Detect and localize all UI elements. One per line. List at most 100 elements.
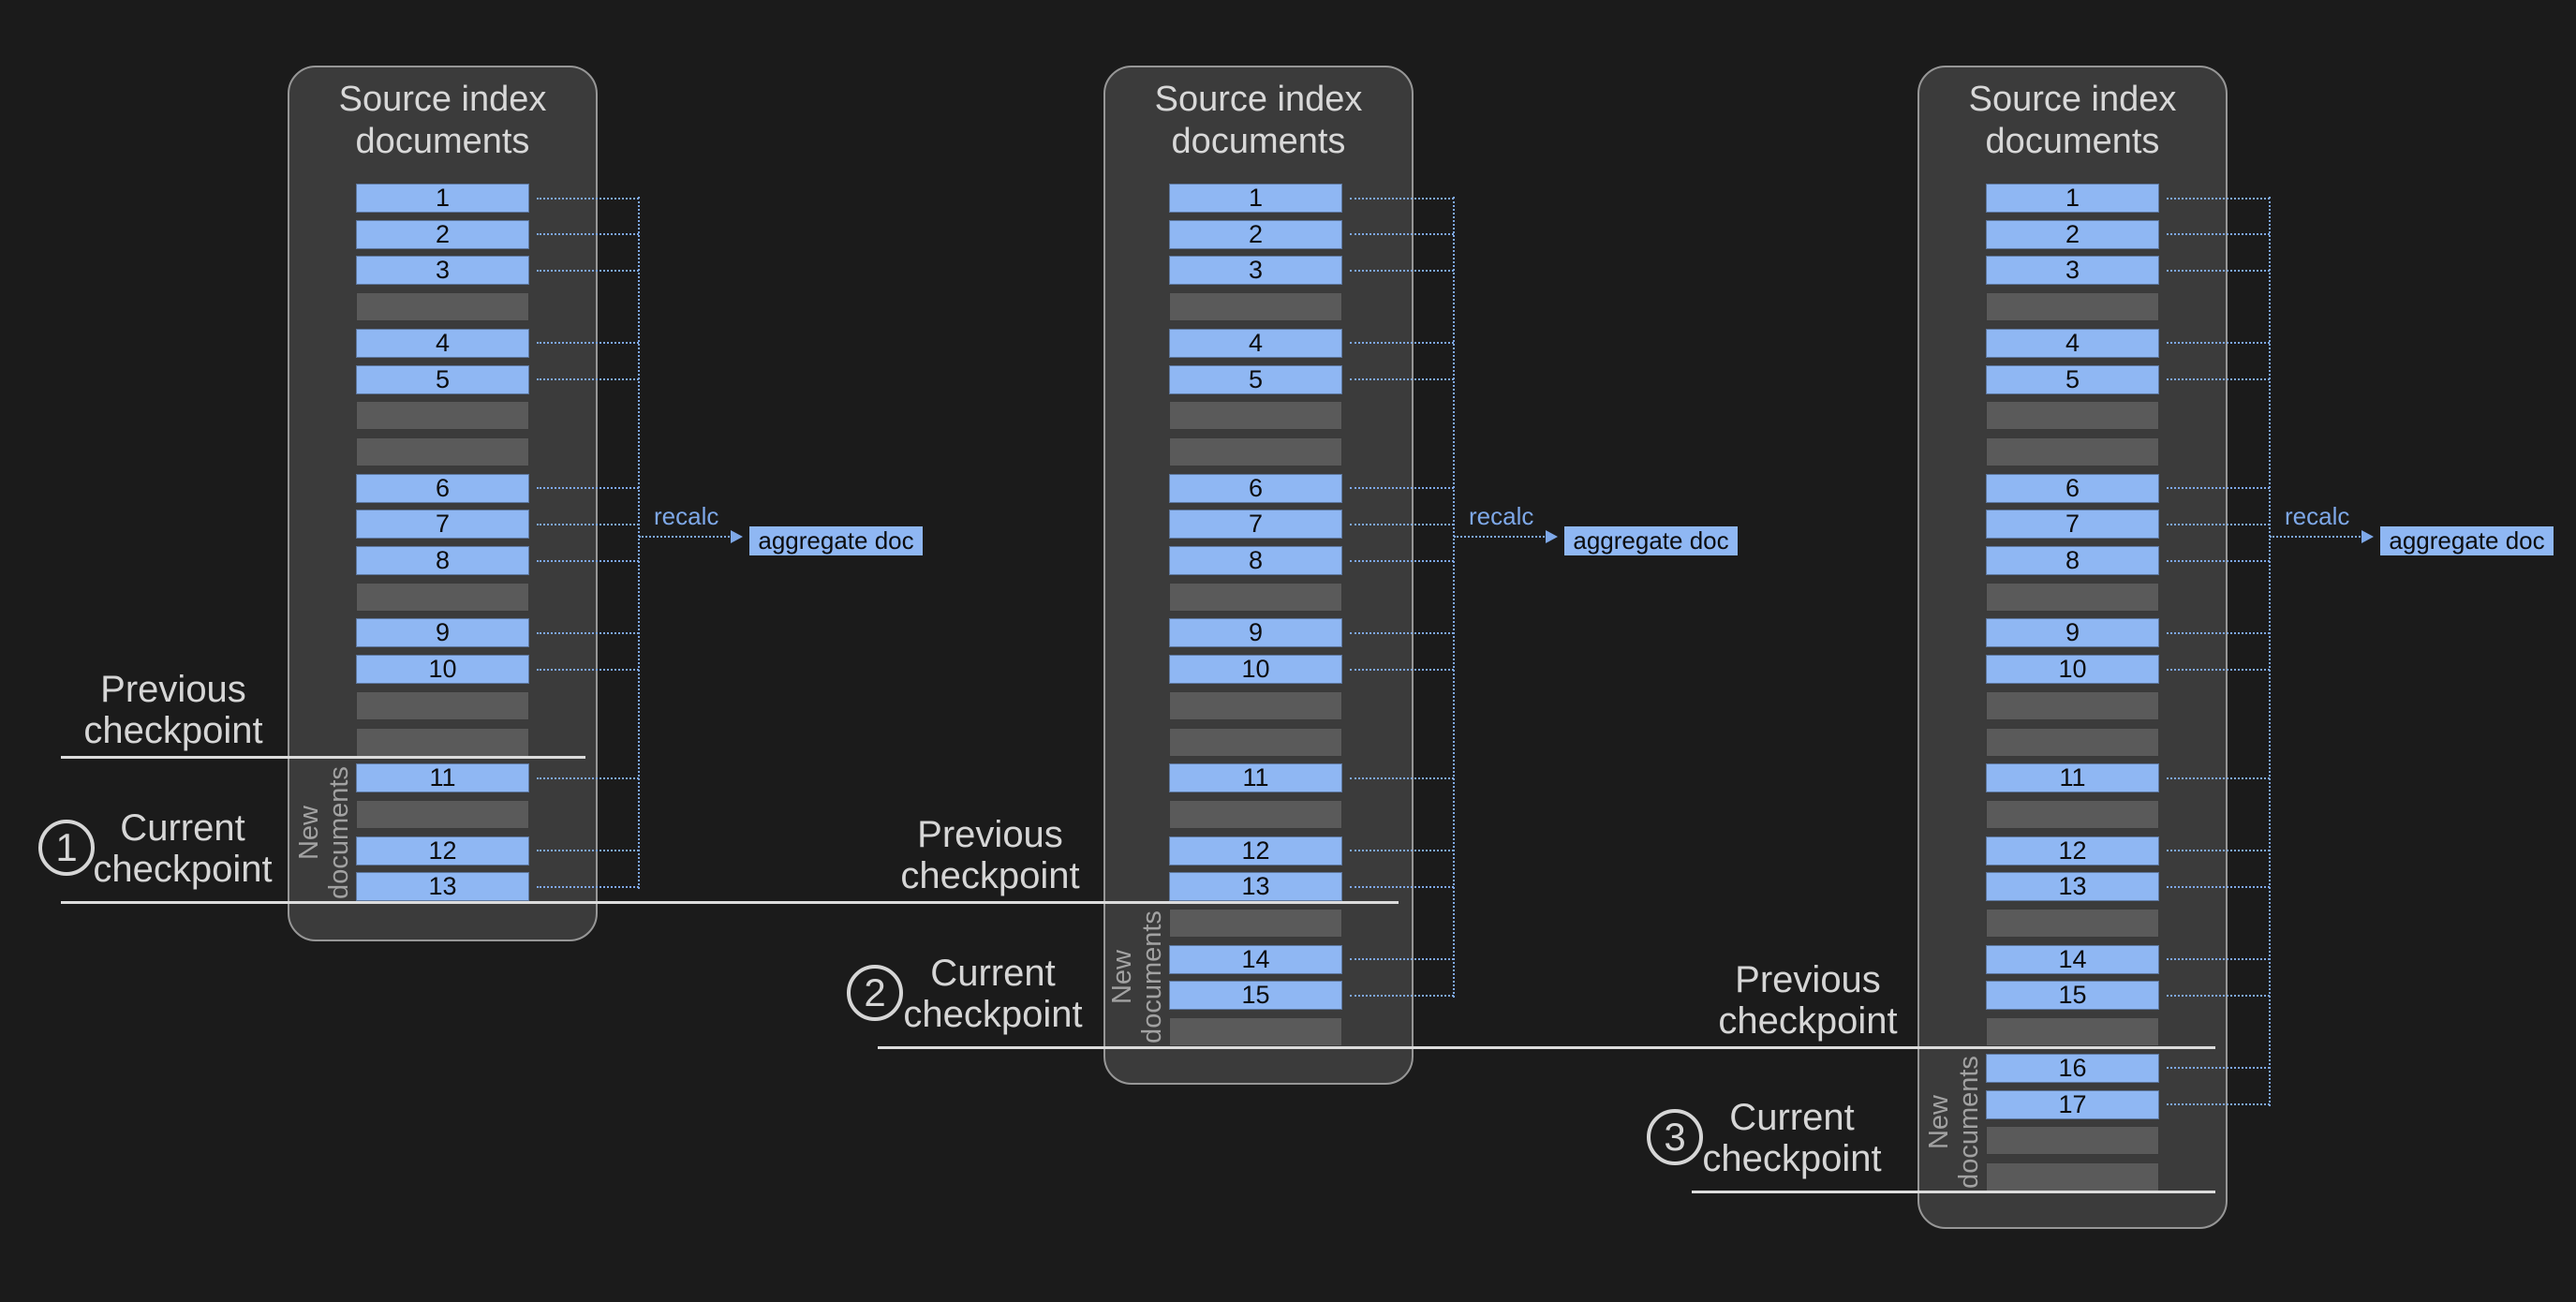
doc-connector-line [2167, 487, 2270, 490]
doc-connector-line [1350, 850, 1454, 852]
doc-connector-line [2167, 197, 2270, 200]
empty-row [1986, 727, 2159, 757]
empty-row [1986, 1126, 2159, 1156]
aggregate-doc-box: aggregate doc [2380, 526, 2554, 555]
checkpoint-number-badge: 1 [38, 820, 95, 876]
doc-row: 13 [1169, 872, 1342, 902]
doc-connector-line [537, 523, 639, 525]
doc-row: 12 [1169, 836, 1342, 866]
empty-row [1986, 690, 2159, 720]
empty-row [1986, 582, 2159, 612]
checkpoint-line [61, 901, 1399, 904]
arrow-head-icon [1546, 530, 1558, 543]
doc-connector-line [2167, 850, 2270, 852]
doc-connector-line [2167, 559, 2270, 562]
empty-row [1986, 401, 2159, 431]
current-checkpoint-line: checkpoint [1702, 1138, 1882, 1179]
doc-connector-line [2167, 342, 2270, 345]
doc-row: 12 [1986, 836, 2159, 866]
arrow-head-icon [2361, 530, 2374, 543]
doc-connector-line [1350, 777, 1454, 779]
doc-row: 9 [1169, 618, 1342, 648]
doc-row: 6 [1169, 473, 1342, 503]
doc-connector-line [1350, 958, 1454, 961]
empty-row [1169, 909, 1342, 938]
doc-connector-line [537, 850, 639, 852]
doc-connector-line [2167, 777, 2270, 779]
empty-row [1986, 909, 2159, 938]
doc-connector-line [1350, 269, 1454, 272]
doc-row: 15 [1986, 981, 2159, 1011]
empty-row [1986, 1017, 2159, 1047]
doc-row: 13 [356, 872, 529, 902]
doc-row: 8 [1169, 546, 1342, 575]
doc-row: 7 [356, 510, 529, 540]
current-checkpoint-line: checkpoint [93, 849, 273, 890]
doc-row: 2 [356, 219, 529, 249]
new-documents-line: New [1107, 950, 1137, 1005]
doc-row: 13 [1986, 872, 2159, 902]
doc-row: 5 [356, 364, 529, 394]
empty-row [1169, 436, 1342, 466]
empty-row [1169, 690, 1342, 720]
doc-row: 1 [356, 184, 529, 213]
recalc-arrow [1454, 536, 1547, 538]
current-checkpoint-line: Current [930, 953, 1056, 994]
recalc-arrow [639, 536, 733, 538]
doc-row: 7 [1986, 510, 2159, 540]
doc-connector-line [1350, 233, 1454, 236]
previous-checkpoint-line: checkpoint [83, 710, 263, 751]
empty-row [1169, 292, 1342, 322]
doc-row: 10 [1169, 655, 1342, 685]
doc-row: 7 [1169, 510, 1342, 540]
current-checkpoint-line: checkpoint [903, 994, 1083, 1035]
doc-connector-line [2167, 885, 2270, 888]
doc-connector-line [2167, 1067, 2270, 1070]
previous-checkpoint-line: Previous [917, 814, 1063, 855]
doc-row: 6 [1986, 473, 2159, 503]
doc-connector-line [1350, 994, 1454, 997]
doc-row: 4 [1169, 328, 1342, 358]
empty-row [356, 690, 529, 720]
current-checkpoint-line: Current [1729, 1097, 1855, 1138]
new-documents-line: New [294, 806, 324, 861]
new-documents-line: documents [1954, 1056, 1984, 1189]
bracket-line [2269, 197, 2271, 1106]
doc-connector-line [537, 269, 639, 272]
panel-title: Source index [1154, 80, 1363, 119]
empty-row [356, 727, 529, 757]
bracket-line [638, 197, 640, 889]
empty-row [1986, 436, 2159, 466]
panel-title: documents [1985, 122, 2160, 161]
checkpoint-line [878, 1046, 2215, 1049]
doc-connector-line [2167, 668, 2270, 671]
doc-row: 9 [356, 618, 529, 648]
doc-row: 5 [1169, 364, 1342, 394]
panel-title: documents [1171, 122, 1346, 161]
doc-connector-line [1350, 378, 1454, 380]
doc-row: 8 [1986, 546, 2159, 575]
recalc-label: recalc [2285, 502, 2350, 530]
doc-row: 12 [356, 836, 529, 866]
recalc-label: recalc [1469, 502, 1534, 530]
panel-title: Source index [338, 80, 547, 119]
empty-row [1169, 727, 1342, 757]
checkpoint-line [61, 756, 585, 759]
doc-connector-line [1350, 523, 1454, 525]
aggregate-doc-box: aggregate doc [749, 526, 923, 555]
doc-connector-line [1350, 342, 1454, 345]
panel-title: documents [355, 122, 530, 161]
doc-connector-line [2167, 1103, 2270, 1105]
checkpoint-line [1692, 1191, 2215, 1193]
doc-row: 1 [1169, 184, 1342, 213]
empty-row [356, 582, 529, 612]
empty-row [1169, 582, 1342, 612]
